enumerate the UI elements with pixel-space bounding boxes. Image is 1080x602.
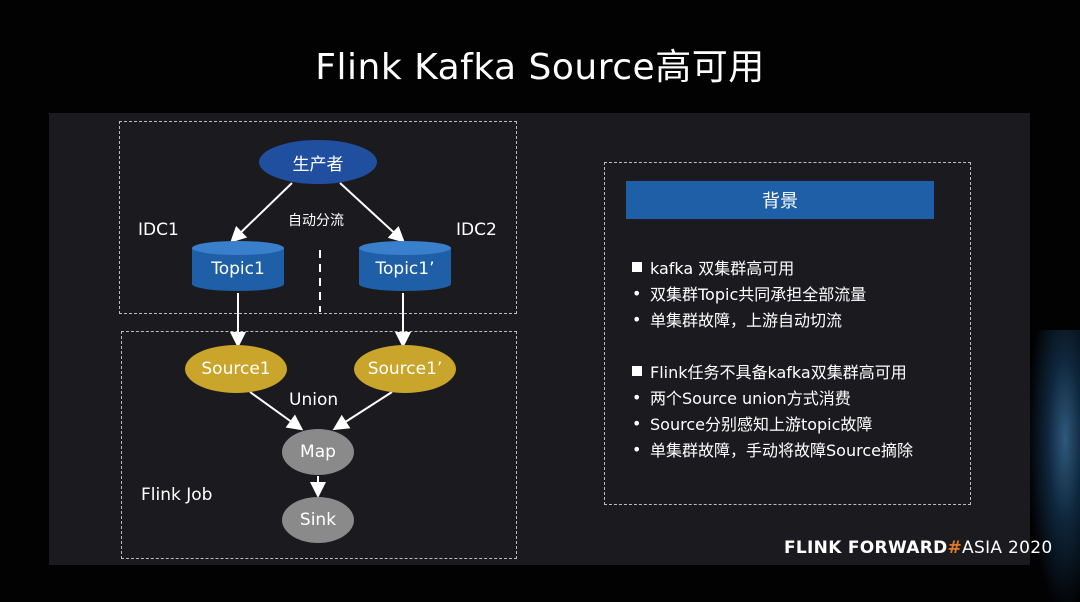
union-label: Union	[289, 390, 339, 410]
map-label: Map	[300, 442, 336, 462]
source1-prime-node: Source1’	[354, 345, 456, 393]
arrow-producer-topic1	[230, 182, 293, 243]
source1-label: Source1	[201, 359, 271, 379]
section2-item: • 两个Source union方式消费	[632, 385, 851, 409]
section1-item: • 单集群故障，上游自动切流	[632, 307, 842, 331]
section2-item: • 单集群故障，手动将故障Source摘除	[632, 437, 913, 461]
dot-bullet-icon: •	[632, 439, 642, 459]
background-header: 背景	[626, 181, 934, 219]
background-box	[604, 162, 971, 505]
sink-node: Sink	[282, 497, 354, 543]
source1-prime-label: Source1’	[367, 359, 443, 379]
topic1-label: Topic1	[211, 259, 265, 279]
section2-title: Flink任务不具备kafka双集群高可用	[632, 359, 907, 383]
sink-label: Sink	[299, 510, 337, 530]
background-header-label: 背景	[762, 191, 798, 212]
section1-item-text: 单集群故障，上游自动切流	[650, 311, 843, 330]
idc-region-box	[119, 121, 517, 314]
arrow-source1-map	[249, 391, 304, 431]
producer-node: 生产者	[259, 140, 377, 184]
section1-item: • 双集群Topic共同承担全部流量	[632, 281, 866, 305]
arrow-producer-topic1-prime	[339, 182, 405, 243]
event-brand: FLINK FORWARD#ASIA 2020	[784, 538, 1052, 558]
section2-item-text: 两个Source union方式消费	[650, 389, 851, 408]
section1-title-text: kafka 双集群高可用	[650, 259, 795, 278]
decorative-glow	[1030, 330, 1080, 602]
topic1-cylinder: Topic1	[191, 240, 285, 292]
dot-bullet-icon: •	[632, 387, 642, 407]
map-node: Map	[282, 429, 354, 475]
dot-bullet-icon: •	[632, 309, 642, 329]
section2-item: • Source分别感知上游topic故障	[632, 411, 872, 435]
square-bullet-icon	[632, 262, 642, 272]
square-bullet-icon	[632, 366, 642, 376]
producer-label: 生产者	[292, 154, 344, 175]
dot-bullet-icon: •	[632, 413, 642, 433]
brand-part2: FORWARD	[847, 538, 948, 558]
section2-item-text: 单集群故障，手动将故障Source摘除	[650, 441, 913, 460]
slide-title: Flink Kafka Source高可用	[315, 47, 765, 88]
section1-item-text: 双集群Topic共同承担全部流量	[650, 285, 867, 304]
dot-bullet-icon: •	[632, 283, 642, 303]
section2-item-text: Source分别感知上游topic故障	[650, 415, 873, 434]
arrow-source1p-map	[332, 391, 393, 431]
topic1-prime-cylinder: Topic1’	[358, 240, 452, 292]
auto-split-label: 自动分流	[288, 213, 344, 229]
brand-hash: #	[947, 538, 963, 558]
flink-job-label: Flink Job	[141, 485, 213, 505]
section2-title-text: Flink任务不具备kafka双集群高可用	[650, 363, 907, 382]
idc2-label: IDC2	[456, 220, 497, 240]
flink-job-box	[121, 331, 517, 559]
brand-part3: ASIA 2020	[962, 538, 1053, 558]
source1-node: Source1	[185, 345, 287, 393]
brand-part1: FLINK	[784, 538, 842, 558]
topic1-prime-label: Topic1’	[375, 259, 435, 279]
idc1-label: IDC1	[138, 220, 179, 240]
section1-title: kafka 双集群高可用	[632, 255, 794, 279]
